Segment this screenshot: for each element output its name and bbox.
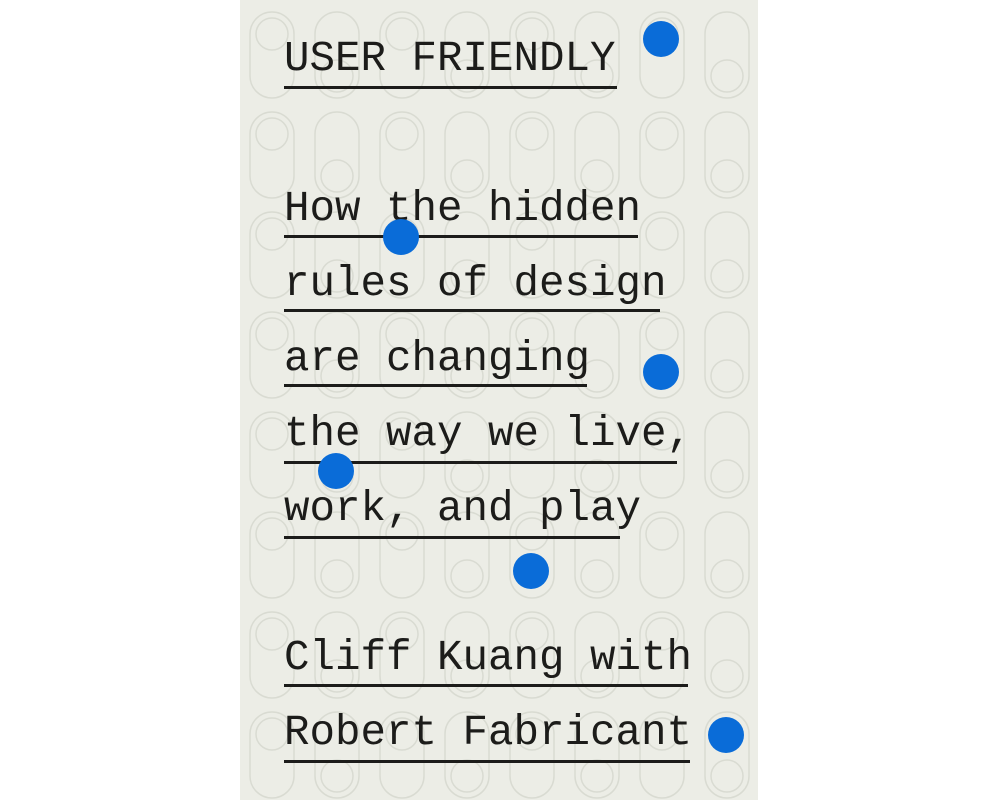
book-cover: USER FRIENDLY How the hidden rules of de… xyxy=(240,0,758,800)
book-title: USER FRIENDLY xyxy=(284,35,616,83)
blue-dot-icon xyxy=(643,21,679,57)
subtitle-line: work, and play xyxy=(284,485,642,533)
subtitle-underline xyxy=(284,536,620,539)
subtitle-line: rules of design xyxy=(284,260,667,308)
blue-dot-icon xyxy=(318,453,354,489)
author-underline xyxy=(284,684,688,687)
blue-dot-icon xyxy=(708,717,744,753)
subtitle-underline xyxy=(284,384,587,387)
subtitle-line: are changing xyxy=(284,335,591,383)
author-line: Cliff Kuang with xyxy=(284,634,693,682)
subtitle-line: How the hidden xyxy=(284,185,642,233)
subtitle-line: the way we live, xyxy=(284,410,693,458)
subtitle-underline xyxy=(284,235,638,238)
blue-dot-icon xyxy=(643,354,679,390)
subtitle-underline xyxy=(284,461,677,464)
blue-dot-icon xyxy=(383,219,419,255)
title-underline xyxy=(284,86,617,89)
blue-dot-icon xyxy=(513,553,549,589)
subtitle-underline xyxy=(284,309,660,312)
author-underline xyxy=(284,760,690,763)
author-line: Robert Fabricant xyxy=(284,709,693,757)
